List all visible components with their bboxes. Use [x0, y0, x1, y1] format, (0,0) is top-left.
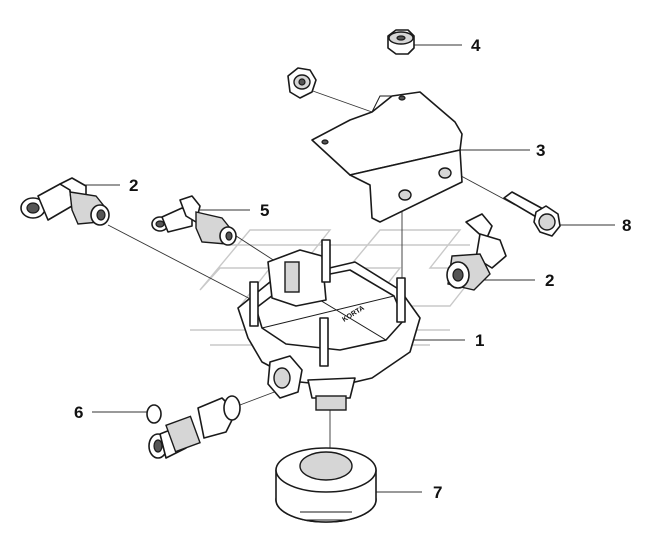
silencer-cap-part-7 [275, 447, 377, 523]
callout-labels: 1 2 2 3 4 5 6 7 8 [74, 36, 631, 502]
connector-part-6 [146, 395, 241, 459]
nut-part-4 [387, 29, 415, 55]
callout-4: 4 [471, 36, 481, 55]
mounting-bracket-part-3 [311, 91, 463, 223]
elbow-fitting-part-5 [151, 195, 237, 246]
elbow-fitting-part-2-right [446, 213, 507, 291]
callout-2-left: 2 [129, 176, 138, 195]
callout-1: 1 [475, 331, 484, 350]
callout-5: 5 [260, 201, 269, 220]
bolt-part-8 [503, 191, 561, 237]
callout-2-right: 2 [545, 271, 554, 290]
callout-6: 6 [74, 403, 83, 422]
elbow-fitting-part-2-left [20, 177, 110, 226]
nut-upper-left [287, 67, 317, 99]
callout-8: 8 [622, 216, 631, 235]
callout-7: 7 [433, 483, 442, 502]
callout-3: 3 [536, 141, 545, 160]
valve-body-part-1: KORTA [237, 239, 421, 411]
